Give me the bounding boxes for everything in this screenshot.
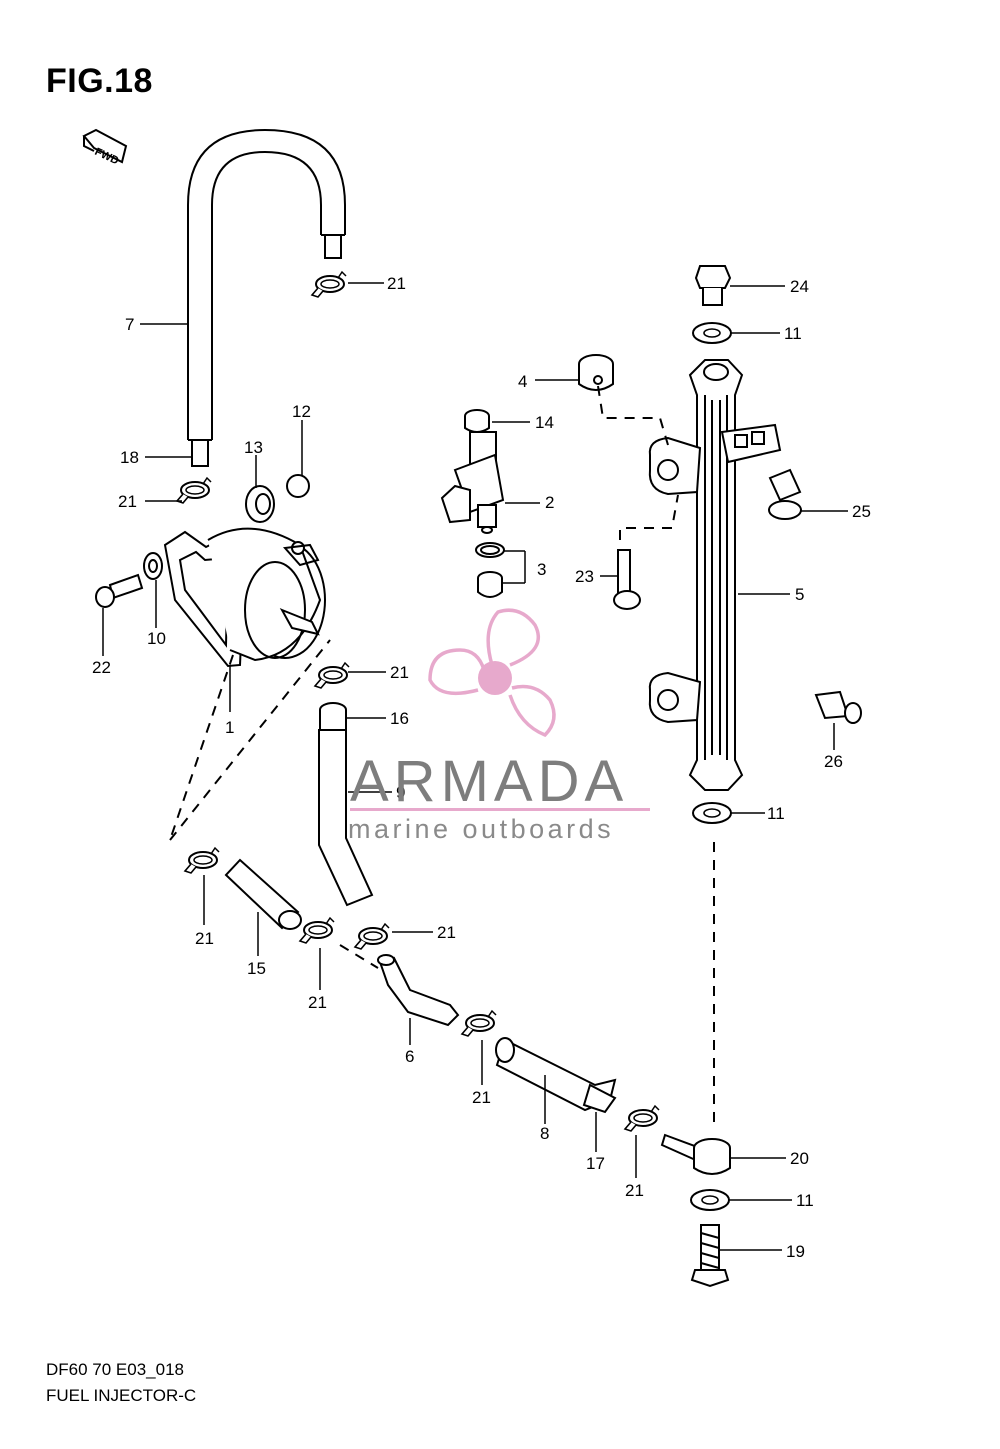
callout-label: 11	[767, 804, 785, 823]
propeller-icon	[428, 608, 556, 738]
part-8-hose	[495, 1037, 617, 1114]
part-2-injector	[440, 431, 505, 534]
part-19-bolt	[690, 1224, 730, 1288]
callout-label: 11	[784, 324, 802, 343]
watermark-brand: ARMADA	[350, 749, 629, 814]
figure-title: FIG.18	[46, 62, 153, 100]
part-15-hose	[224, 858, 302, 930]
part-5-fuel-rail	[648, 359, 782, 791]
callout-label: 5	[795, 585, 804, 604]
callout-label: 20	[790, 1149, 809, 1168]
callout-label: 21	[625, 1181, 644, 1200]
part-20-banjo-fitting	[660, 1133, 731, 1175]
diagram-name: FUEL INJECTOR-C	[46, 1386, 197, 1405]
callout-label: 7	[125, 315, 134, 334]
part-21-clamp	[354, 923, 390, 950]
callout-label: 1	[225, 718, 234, 737]
leader-lines	[102, 282, 848, 1251]
diagram-code: DF60 70 E03_018	[46, 1360, 184, 1379]
part-21-clamp	[184, 847, 220, 874]
part-21-clamp	[311, 271, 347, 298]
part-9-hose	[318, 702, 374, 907]
callout-label: 21	[387, 274, 406, 293]
callout-label: 21	[308, 993, 327, 1012]
callout-label: 8	[540, 1124, 549, 1143]
callout-label: 19	[786, 1242, 805, 1261]
part-7-hose	[187, 128, 346, 467]
part-6-elbow-joint	[377, 954, 460, 1027]
callout-label: 14	[535, 413, 554, 432]
part-3-o-rings	[475, 542, 505, 598]
callout-label: 24	[790, 277, 809, 296]
callout-label: 4	[518, 372, 527, 391]
callout-label: 9	[396, 783, 405, 802]
callout-label: 26	[824, 752, 843, 771]
callout-label: 6	[405, 1047, 414, 1066]
callout-label: 2	[545, 493, 554, 512]
callout-labels: 1 2 3 4 5 6 7 8 9 10 11 11 11 12 13 14 1…	[92, 274, 871, 1261]
callout-label: 21	[195, 929, 214, 948]
part-21-clamp	[314, 662, 350, 689]
part-13-grommet	[245, 485, 275, 523]
part-4-cap	[578, 354, 614, 391]
part-22-bolt	[95, 573, 144, 608]
part-21-clamp	[176, 477, 212, 504]
callout-label: 23	[575, 567, 594, 586]
callout-label: 3	[537, 560, 546, 579]
assembly-dashed-lines	[169, 385, 715, 1130]
propeller-hub	[478, 661, 512, 695]
part-24-bolt	[694, 265, 732, 306]
callout-label: 15	[247, 959, 266, 978]
callout-label: 21	[437, 923, 456, 942]
callout-label: 18	[120, 448, 139, 467]
fwd-arrow-icon: FWD	[82, 128, 128, 167]
part-21-clamp	[299, 917, 335, 944]
callout-label: 13	[244, 438, 263, 457]
part-21-clamp	[461, 1010, 497, 1037]
part-11-washer-mid	[692, 802, 732, 824]
watermark-subtitle: marine outboards	[348, 814, 615, 844]
part-10-washer	[143, 552, 163, 580]
part-1-fuel-filter	[163, 527, 326, 668]
callout-label: 22	[92, 658, 111, 677]
part-11-washer-top	[692, 322, 732, 344]
part-26-clip	[814, 690, 862, 724]
part-14-seal	[464, 409, 490, 433]
callout-label: 10	[147, 629, 166, 648]
part-11-washer-bottom	[690, 1189, 730, 1211]
part-23-bolt	[613, 549, 641, 610]
part-12-cap	[286, 474, 310, 498]
watermark-divider	[350, 808, 650, 811]
callout-label: 21	[390, 663, 409, 682]
part-21-clamp	[624, 1105, 660, 1132]
callout-label: 25	[852, 502, 871, 521]
callout-label: 21	[118, 492, 137, 511]
part-25-clip	[768, 468, 802, 520]
callout-label: 21	[472, 1088, 491, 1107]
callout-label: 17	[586, 1154, 605, 1173]
callout-label: 16	[390, 709, 409, 728]
callout-label: 11	[796, 1191, 814, 1210]
callout-label: 12	[292, 402, 311, 421]
